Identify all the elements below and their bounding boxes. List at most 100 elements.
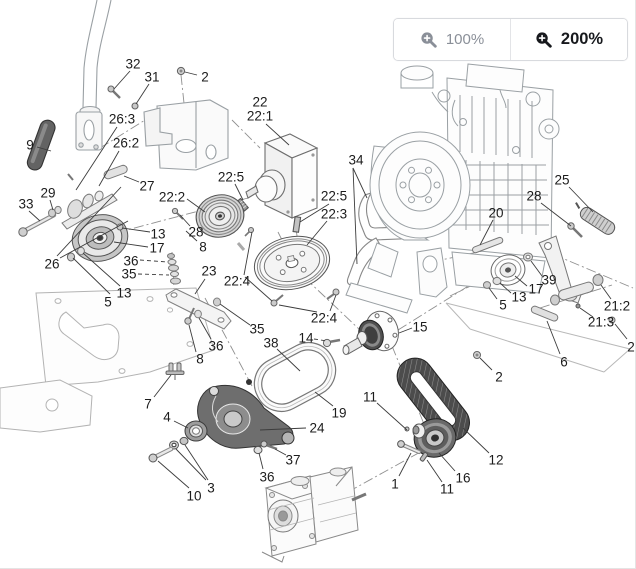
leader-line: [313, 338, 328, 342]
leader-line: [479, 219, 494, 246]
leader-line: [600, 284, 612, 300]
callout-label: 25: [554, 173, 569, 188]
leader-line: [352, 167, 358, 265]
leader-line: [426, 459, 443, 483]
callout-label: 17: [149, 241, 164, 256]
leader-line: [56, 186, 122, 257]
callout-label: 26:2: [113, 136, 139, 151]
callout-label: 10: [186, 489, 201, 504]
upper-bracket: [143, 66, 229, 171]
leader-line: [186, 198, 206, 213]
leader-line: [157, 460, 190, 489]
hydraulic-pump: [261, 466, 367, 563]
callout-label: 32: [125, 57, 140, 72]
callout-label: 38: [263, 336, 278, 351]
callout-label: 6: [560, 355, 568, 370]
leader-line: [299, 203, 330, 223]
leader-lines: [28, 70, 628, 489]
leader-line: [59, 220, 129, 259]
callout-label: 36: [123, 254, 138, 269]
leader-line: [278, 304, 318, 313]
clutch-assembly: [396, 357, 470, 462]
ribbed-belt: [396, 357, 470, 442]
callout-label: 5: [499, 298, 507, 313]
callout-label: 11: [440, 482, 454, 497]
callout-label: 21:3: [588, 315, 614, 330]
leader-line: [243, 231, 253, 276]
callout-label: 33: [18, 197, 33, 212]
washer-stack: [165, 253, 185, 380]
zoom-100-button[interactable]: 100%: [394, 19, 510, 60]
leader-line: [479, 357, 493, 371]
zoom-200-label: 200%: [560, 30, 604, 48]
leader-line: [488, 287, 498, 300]
leader-line: [185, 230, 198, 242]
callout-label: 36: [208, 339, 223, 354]
leader-line: [72, 257, 111, 295]
callout-label: 28: [526, 189, 541, 204]
grip-handle: [26, 119, 56, 171]
callout-label: 35: [249, 322, 264, 337]
leader-line: [113, 241, 149, 248]
zoom-200-button[interactable]: 200%: [511, 19, 627, 60]
bolt-10: [148, 446, 174, 463]
bolt-37: [253, 440, 278, 455]
zoom-100-label: 100%: [445, 31, 485, 48]
leader-line: [306, 220, 328, 246]
callout-label: 13: [116, 286, 131, 301]
callout-label: 7: [144, 397, 152, 412]
leader-line: [219, 303, 251, 326]
leader-line: [82, 252, 121, 287]
leader-line: [352, 167, 368, 199]
callout-label: 2: [495, 370, 503, 385]
leader-line: [314, 391, 334, 407]
leader-line: [179, 214, 191, 227]
callout-label: 3: [207, 481, 215, 496]
leader-line: [123, 175, 140, 183]
leader-line: [530, 260, 543, 277]
callout-label: 15: [412, 320, 427, 335]
callout-label: 23: [201, 264, 216, 279]
leader-line: [514, 275, 528, 287]
large-pulley: [253, 235, 340, 307]
spring-25: [575, 202, 616, 235]
callout-label: 36: [259, 470, 274, 485]
callout-label: 11: [363, 390, 377, 405]
leader-line: [274, 448, 287, 456]
callout-label: 13: [150, 227, 165, 242]
callout-label: 13: [511, 290, 526, 305]
leader-line: [376, 402, 408, 431]
callout-label: 8: [196, 352, 204, 367]
leader-line: [462, 427, 490, 454]
leader-line: [173, 420, 189, 429]
leader-line: [184, 444, 209, 481]
leader-line: [568, 186, 594, 213]
callout-label: 22:3: [321, 207, 347, 222]
arm-23: [165, 288, 232, 330]
rod-20: [472, 236, 504, 254]
callout-label: 31: [144, 70, 159, 85]
callout-label: 39: [541, 273, 556, 288]
leader-line: [135, 83, 150, 105]
leader-line: [540, 202, 572, 227]
callout-label: 22:4: [224, 274, 251, 289]
callout-label: 22:5: [321, 189, 347, 204]
leader-line: [98, 150, 120, 187]
leader-line: [184, 71, 198, 76]
shaft-key: [292, 216, 302, 233]
leader-line: [175, 448, 207, 481]
leader-line: [75, 126, 118, 191]
right-tensioner-assembly: [472, 202, 616, 359]
leader-line: [276, 348, 301, 372]
rod-6: [530, 305, 559, 322]
leader-line: [259, 427, 307, 431]
left-arm-assembly: [18, 164, 184, 237]
callout-label: 9: [26, 138, 34, 153]
control-lever: [26, 0, 139, 181]
leader-line: [49, 199, 54, 211]
callout-label: 22:5: [218, 170, 244, 185]
callout-label: 28: [188, 225, 203, 240]
